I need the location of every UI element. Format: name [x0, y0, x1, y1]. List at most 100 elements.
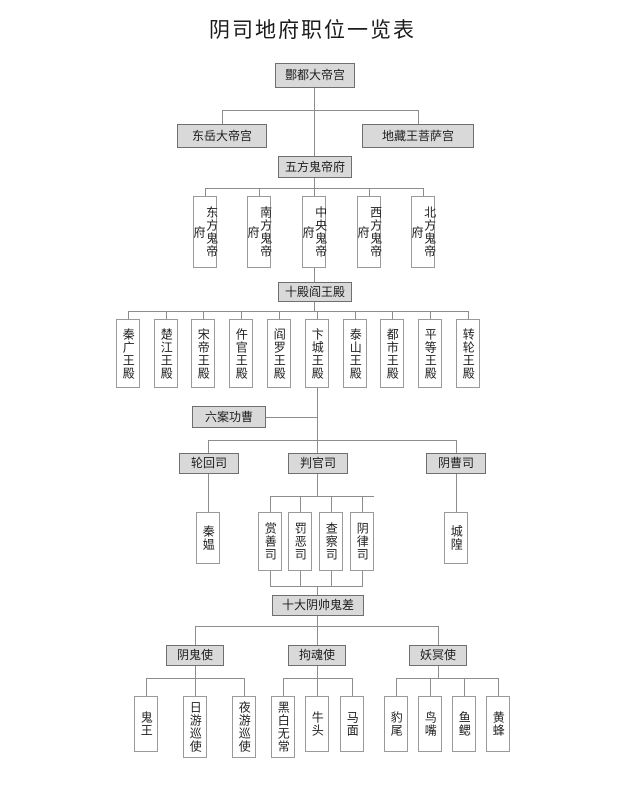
- connector-l3-down: [314, 178, 315, 188]
- connector-l11-bar: [195, 626, 438, 627]
- node-level9-5[interactable]: 城隍: [444, 512, 468, 564]
- node-level8-1[interactable]: 判官司: [288, 453, 348, 474]
- node-level8-2[interactable]: 阴曹司: [426, 453, 486, 474]
- connector-l9-panguan-down: [317, 474, 318, 496]
- connector-l9-yincao-drop: [456, 474, 457, 512]
- node-level8-0[interactable]: 轮回司: [179, 453, 239, 474]
- connector-l6-drop-2: [203, 311, 204, 319]
- node-level9-0[interactable]: 秦媪: [196, 512, 220, 564]
- connector-l6-center-down: [317, 388, 318, 455]
- connector-l4-center-down: [314, 268, 315, 282]
- node-level10-0[interactable]: 十大阴帅鬼差: [272, 595, 364, 616]
- connector-l10-down: [317, 586, 318, 595]
- connector-l11-drop-2: [438, 626, 439, 645]
- connector-l11-drop-1: [317, 626, 318, 645]
- connector-l8-drop-1: [317, 440, 318, 453]
- connector-l1-down: [314, 88, 315, 110]
- connector-l9-panguan-bar: [270, 496, 374, 497]
- connector-l6-drop-9: [468, 311, 469, 319]
- connector-l12-g3-drop-1: [430, 678, 431, 696]
- page-title: 阴司地府职位一览表: [209, 18, 416, 42]
- connector-l12-g2-drop-0: [283, 678, 284, 696]
- node-level12-9[interactable]: 黄蜂: [486, 696, 510, 752]
- node-level9-1[interactable]: 赏善司: [258, 512, 282, 571]
- node-level9-3[interactable]: 查察司: [319, 512, 343, 571]
- node-level6-7[interactable]: 都市王殿: [380, 319, 404, 388]
- node-level12-6[interactable]: 豹尾: [384, 696, 408, 752]
- node-level4-0[interactable]: 东方鬼帝府: [192, 196, 219, 268]
- connector-l2-right-drop: [418, 110, 419, 124]
- node-level4-3[interactable]: 西方鬼帝府: [356, 196, 383, 268]
- connector-l8-drop-0: [208, 440, 209, 453]
- connector-l2-left-drop: [222, 110, 223, 124]
- connector-l10-merge-0: [270, 571, 271, 586]
- connector-l12-g2-drop-2: [352, 678, 353, 696]
- connector-l9-panguan-drop-1: [300, 496, 301, 512]
- node-level12-2[interactable]: 夜游巡使: [232, 696, 256, 758]
- connector-l6-bar: [128, 311, 468, 312]
- connector-l6-drop-3: [241, 311, 242, 319]
- connector-l12-g3-drop-0: [396, 678, 397, 696]
- connector-l4-drop-4: [423, 188, 424, 196]
- node-level2-0[interactable]: 东岳大帝宫: [177, 124, 267, 148]
- node-level1-0[interactable]: 酆都大帝宫: [275, 63, 355, 88]
- connector-l10-merge-2: [331, 571, 332, 586]
- node-level6-5[interactable]: 卞城王殿: [305, 319, 329, 388]
- node-level9-2[interactable]: 罚恶司: [288, 512, 312, 571]
- connector-l9-lunhui-drop: [208, 474, 209, 512]
- node-level3-0[interactable]: 五方鬼帝府: [278, 156, 352, 178]
- node-level11-2[interactable]: 妖冥使: [409, 645, 467, 666]
- connector-l12-g3-down: [438, 666, 439, 678]
- connector-l9-panguan-drop-0: [270, 496, 271, 512]
- connector-l6-drop-4: [279, 311, 280, 319]
- connector-l4-drop-2: [314, 188, 315, 196]
- connector-l12-g1-down: [195, 666, 196, 678]
- connector-l12-g3-drop-2: [464, 678, 465, 696]
- node-level4-2[interactable]: 中央鬼帝府: [301, 196, 328, 268]
- connector-l12-g2-drop-1: [317, 678, 318, 696]
- node-level12-4[interactable]: 牛头: [305, 696, 329, 752]
- node-level12-5[interactable]: 马面: [340, 696, 364, 752]
- connector-l12-g2-down: [317, 666, 318, 678]
- node-level6-1[interactable]: 楚江王殿: [154, 319, 178, 388]
- node-level11-1[interactable]: 拘魂使: [288, 645, 346, 666]
- connector-l12-g1-drop-1: [195, 678, 196, 696]
- node-level12-3[interactable]: 黑白无常: [271, 696, 295, 758]
- node-level7-0[interactable]: 六案功曹: [192, 406, 266, 428]
- connector-l5-down: [314, 302, 315, 311]
- node-level6-9[interactable]: 转轮王殿: [456, 319, 480, 388]
- connector-l7-stub: [265, 417, 318, 418]
- connector-l6-drop-0: [128, 311, 129, 319]
- node-level9-4[interactable]: 阴律司: [350, 512, 374, 571]
- node-level12-1[interactable]: 日游巡使: [183, 696, 207, 758]
- connector-l8-bar: [208, 440, 456, 441]
- node-level6-4[interactable]: 阎罗王殿: [267, 319, 291, 388]
- connector-l6-drop-5: [317, 311, 318, 319]
- node-level6-8[interactable]: 平等王殿: [418, 319, 442, 388]
- connector-l12-g1-drop-0: [146, 678, 147, 696]
- connector-l10-merge-bar: [270, 586, 363, 587]
- connector-l2-center-trunk: [314, 110, 315, 156]
- connector-l9-panguan-drop-3: [362, 496, 363, 512]
- node-level5-0[interactable]: 十殿阎王殿: [278, 282, 352, 302]
- node-level6-6[interactable]: 泰山王殿: [343, 319, 367, 388]
- node-level12-0[interactable]: 鬼王: [134, 696, 158, 752]
- connector-l6-drop-1: [166, 311, 167, 319]
- connector-l10-merge-3: [362, 571, 363, 586]
- node-level6-2[interactable]: 宋帝王殿: [191, 319, 215, 388]
- connector-l12-g3-drop-3: [498, 678, 499, 696]
- connector-l6-drop-7: [392, 311, 393, 319]
- node-level2-1[interactable]: 地藏王菩萨宫: [362, 124, 474, 148]
- node-level6-3[interactable]: 仵官王殿: [229, 319, 253, 388]
- node-level12-8[interactable]: 鱼鳃: [452, 696, 476, 752]
- node-level11-0[interactable]: 阴鬼使: [166, 645, 224, 666]
- connector-l8-drop-2: [456, 440, 457, 453]
- connector-l12-g1-drop-2: [244, 678, 245, 696]
- node-level6-0[interactable]: 秦广王殿: [116, 319, 140, 388]
- node-level4-4[interactable]: 北方鬼帝府: [410, 196, 437, 268]
- node-level4-1[interactable]: 南方鬼帝府: [246, 196, 273, 268]
- connector-l2-bar: [222, 110, 418, 111]
- connector-l9-panguan-drop-2: [331, 496, 332, 512]
- node-level12-7[interactable]: 鸟嘴: [418, 696, 442, 752]
- connector-l6-drop-6: [355, 311, 356, 319]
